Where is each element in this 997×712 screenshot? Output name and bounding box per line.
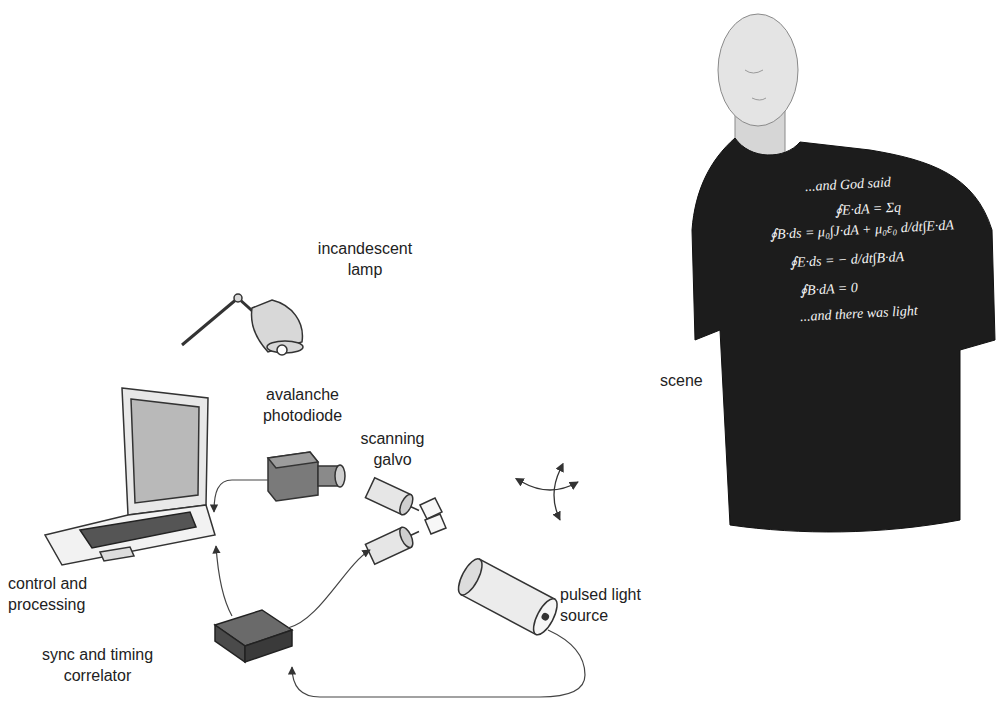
part-label: scanning galvo (350, 428, 435, 470)
galvo-part (425, 514, 446, 534)
galvo-part-part (411, 507, 419, 511)
correlator-part (215, 625, 245, 662)
light-source (454, 555, 562, 638)
part-label: control and processing (8, 573, 113, 615)
part-label: sync and timing correlator (35, 644, 160, 686)
scan-arrows-part (522, 482, 578, 490)
lamp-part (182, 298, 238, 345)
galvo-part (365, 478, 423, 521)
galvo-part-part (397, 525, 415, 549)
part-label: incandescent lamp (310, 238, 420, 280)
light-source-part (541, 613, 549, 621)
galvo-part-part (411, 531, 419, 535)
light-source-part (529, 595, 562, 638)
wire-part (216, 546, 232, 616)
photodiode-part (335, 465, 345, 487)
galvo-part (365, 522, 423, 565)
laptop-part (100, 547, 134, 561)
part-label: avalanche photodiode (255, 384, 350, 426)
photodiode-part (268, 452, 318, 468)
shirt-text: ∮B·dA = 0 (800, 279, 859, 299)
scan-arrows (522, 470, 578, 520)
wire (214, 480, 585, 697)
part-label: pulsed light source (560, 584, 665, 626)
lamp (182, 294, 303, 355)
shirt-text: ∮E·dA = Σq (835, 199, 902, 219)
mannequin-part (745, 70, 766, 100)
wire-part (214, 480, 268, 512)
scan-arrows-part (554, 470, 560, 520)
laptop-part (131, 399, 199, 503)
laptop (45, 388, 215, 565)
photodiode-part (268, 452, 318, 501)
lamp-part (252, 300, 303, 352)
wire-part (288, 550, 370, 628)
correlator (215, 610, 292, 662)
laptop-part (80, 512, 196, 548)
mannequin-part (692, 138, 995, 532)
part-label: scene (660, 370, 703, 391)
correlator-part (245, 630, 292, 662)
light-source-part (454, 555, 487, 598)
laptop-part (45, 505, 215, 565)
laptop-part (122, 388, 208, 515)
galvo-part-part (397, 493, 415, 517)
lamp-part (234, 294, 242, 302)
mannequin (692, 14, 995, 532)
lamp-part (277, 345, 287, 355)
photodiode (268, 452, 345, 501)
mannequin-part (718, 14, 798, 126)
wire-part (292, 630, 585, 697)
galvo (365, 478, 446, 565)
